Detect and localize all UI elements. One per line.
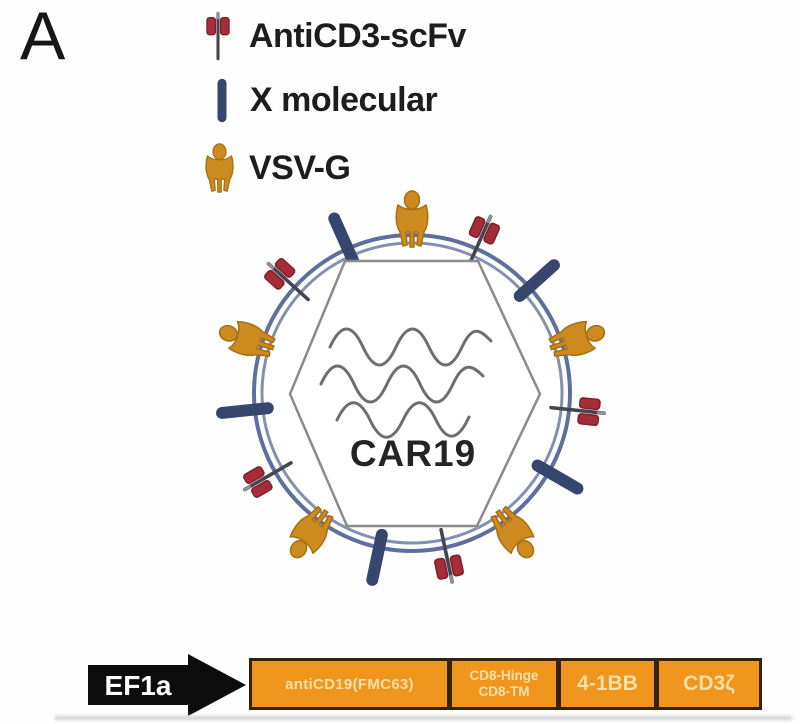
gene-segment-anticd19: antiCD19(FMC63)	[249, 658, 450, 710]
legend-item-anticd3-scfv: AntiCD3-scFv	[205, 10, 466, 62]
gene-segment-cd3z-label: CD3ζ	[683, 672, 735, 695]
legend-item-vsv-g: VSV-G	[204, 142, 351, 194]
gene-segment-row: antiCD19(FMC63) CD8-Hinge CD8-TM 4-1BB C…	[249, 658, 762, 710]
legend-label-anticd3-scfv: AntiCD3-scFv	[249, 16, 466, 55]
gene-construct: EF1a antiCD19(FMC63) CD8-Hinge CD8-TM 4-…	[0, 645, 800, 724]
gene-segment-41bb: 4-1BB	[558, 658, 657, 710]
figure-bottom-shadow	[55, 716, 792, 720]
promoter-arrow-shape	[88, 654, 246, 716]
legend-item-x-molecular: X molecular	[216, 78, 438, 123]
gene-segment-cd3z: CD3ζ	[656, 658, 762, 710]
promoter-label: EF1a	[105, 670, 172, 701]
legend-label-vsv-g: VSV-G	[249, 148, 351, 187]
gene-segment-41bb-label: 4-1BB	[577, 672, 638, 695]
gene-segment-cd8-line2: CD8-TM	[478, 684, 530, 699]
capsid-hexagon	[288, 259, 542, 528]
gene-segment-anticd19-label: antiCD19(FMC63)	[285, 675, 414, 693]
panel-letter: A	[20, 0, 66, 74]
vsvg-spike	[395, 190, 429, 248]
rna-wavy-lines	[319, 327, 493, 439]
gene-segment-cd8: CD8-Hinge CD8-TM	[449, 658, 559, 710]
legend-label-x-molecular: X molecular	[250, 81, 438, 119]
virus-core-label: CAR19	[350, 433, 476, 474]
promoter-arrow: EF1a	[88, 654, 246, 716]
gene-segment-cd8-line1: CD8-Hinge	[469, 667, 539, 683]
